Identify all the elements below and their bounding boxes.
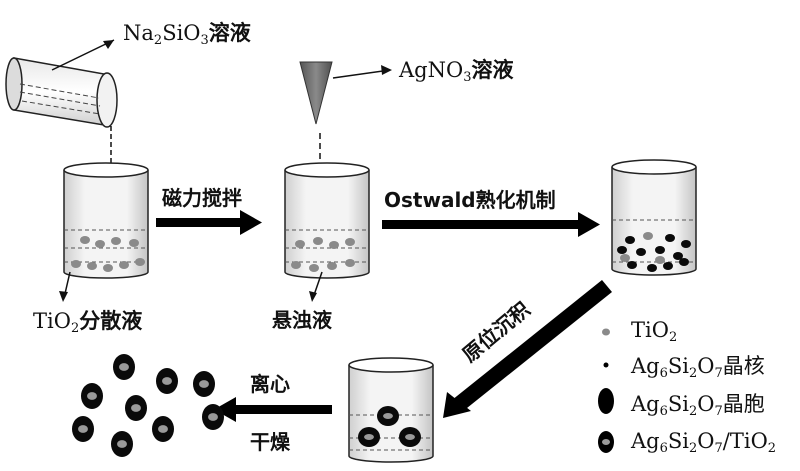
ripening-particle: [617, 246, 627, 254]
tio2-core: [405, 434, 415, 440]
tio2-core: [162, 377, 172, 385]
tio2-core: [364, 434, 374, 440]
agno3-label: AgNO3溶液: [399, 57, 514, 85]
legend-label-composite: Ag6Si2O7/TiO2: [631, 429, 777, 456]
legend-marker-nucleus: [603, 362, 609, 368]
tio2-core: [117, 440, 127, 448]
beaker-tio2-dispersion: [63, 162, 149, 279]
ripening-particle: [673, 252, 683, 260]
ripening-particle: [627, 261, 637, 269]
ripening-particle: [663, 262, 673, 270]
step-dry-label: 干燥: [250, 430, 290, 454]
tio2-particle: [345, 259, 355, 267]
ripening-particle: [636, 248, 646, 256]
ripening-particle: [625, 236, 635, 244]
ripening-particle: [643, 232, 653, 240]
tio2-core: [208, 413, 218, 421]
tio2-particle: [129, 239, 139, 247]
tio2-particles: [71, 236, 145, 272]
arrow-stir: [156, 210, 262, 235]
na2sio3-tube: [5, 57, 118, 128]
tio2-particle: [80, 236, 90, 244]
beaker-suspension: [284, 162, 370, 279]
ripening-particle: [681, 240, 691, 248]
final-composite-particles: [72, 354, 224, 457]
suspension-label: 悬浊液: [272, 308, 332, 332]
tio2-particle: [119, 261, 129, 269]
tio2-core: [78, 425, 88, 433]
legend-label-tio2: TiO2: [631, 318, 678, 345]
tio2-particle: [313, 237, 323, 245]
agno3-cone: [299, 61, 333, 125]
beaker-ostwald: [611, 159, 697, 276]
legend-markers: [598, 328, 614, 453]
step-stir-label: 磁力搅拌: [162, 186, 242, 210]
ripening-particle: [655, 256, 665, 264]
tio2-core: [199, 380, 209, 388]
tio2-particle: [95, 240, 105, 248]
step-ostwald-label: Ostwald熟化机制: [384, 188, 556, 212]
arrow-in-situ: [443, 280, 612, 418]
step-centrifuge-label: 离心: [250, 372, 290, 396]
tio2-core: [131, 404, 141, 412]
tio2-core: [158, 425, 168, 433]
tio2-core: [119, 363, 129, 371]
legend-label-nucleus: Ag6Si2O7晶核: [631, 354, 765, 381]
tio2-dispersion-label: TiO2分散液: [33, 308, 143, 336]
ripening-particle: [647, 264, 657, 272]
na2sio3-label: Na2SiO3溶液: [123, 20, 251, 48]
beaker-composite: [348, 357, 434, 463]
tio2-particle: [135, 258, 145, 266]
composite-in-beaker: [358, 406, 421, 447]
legend-marker-cell: [598, 388, 614, 414]
tio2-particle: [291, 261, 301, 269]
tio2-core: [87, 392, 97, 400]
tio2-particle: [329, 241, 339, 249]
ripening-particle: [620, 254, 630, 262]
ripening-particles: [617, 232, 691, 272]
tio2-particle: [295, 240, 305, 248]
ripening-particle: [655, 246, 665, 254]
suspension-particles: [291, 237, 355, 272]
tio2-particle: [71, 260, 81, 268]
tio2-particle: [103, 264, 113, 272]
tio2-particle: [87, 262, 97, 270]
legend-marker-tio2: [602, 328, 610, 336]
tio2-particle: [345, 238, 355, 246]
arrow-centrifuge-dry: [214, 397, 332, 422]
tio2-particle: [309, 264, 319, 272]
legend-label-cell: Ag6Si2O7晶胞: [631, 392, 765, 419]
ripening-particle: [679, 258, 689, 266]
tio2-particle: [111, 237, 121, 245]
tio2-particle: [327, 262, 337, 270]
ripening-particle: [665, 234, 675, 242]
arrow-ostwald: [382, 212, 600, 237]
tio2-core: [383, 413, 393, 419]
